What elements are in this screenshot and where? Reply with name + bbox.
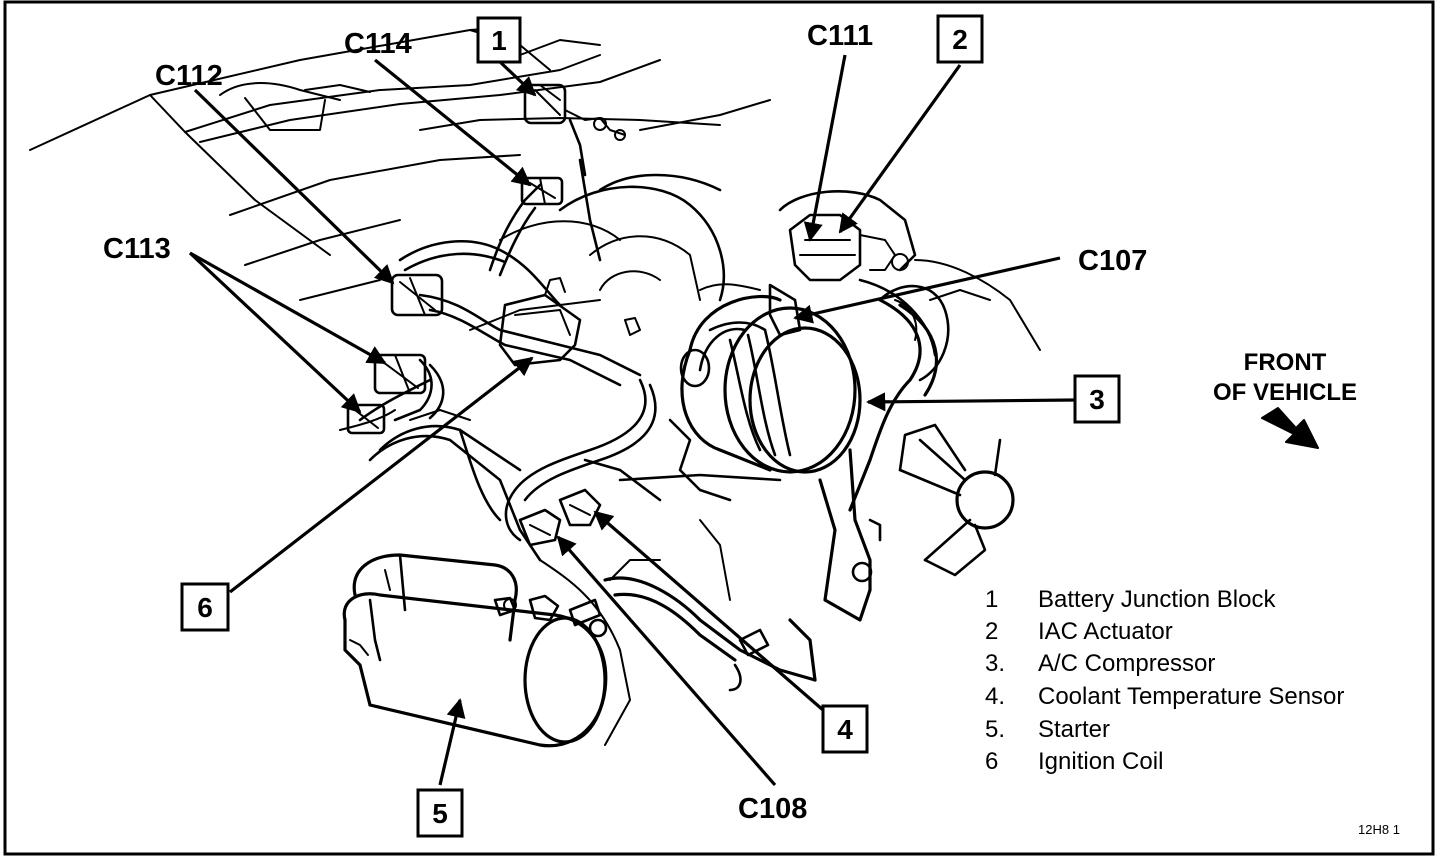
callout-box-3: 3 <box>1073 374 1121 424</box>
svg-text:2: 2 <box>952 24 968 55</box>
legend-num-1: 1 <box>985 586 998 613</box>
leader-lines <box>188 54 1076 787</box>
legend: 1 Battery Junction Block 2 IAC Actuator … <box>985 586 1344 775</box>
legend-num-3: 3. <box>985 650 1005 677</box>
engine-illustration <box>29 27 1041 748</box>
legend-label-2: IAC Actuator <box>1038 618 1173 645</box>
diagonal-arrow-icon <box>1261 407 1319 449</box>
legend-label-6: Ignition Coil <box>1038 748 1163 775</box>
svg-text:1: 1 <box>491 25 507 56</box>
legend-num-6: 6 <box>985 748 998 775</box>
legend-label-4: Coolant Temperature Sensor <box>1038 683 1344 710</box>
svg-text:3: 3 <box>1089 384 1105 415</box>
label-c111: C111 <box>807 20 873 52</box>
svg-text:5: 5 <box>432 798 448 829</box>
front-label-line2: OF VEHICLE <box>1213 379 1357 406</box>
connector-labels: C114 C112 C113 C111 C107 C108 <box>103 20 1147 825</box>
front-label-line1: FRONT <box>1244 349 1327 376</box>
figure-id: 12H8 1 <box>1358 822 1400 837</box>
callout-box-4: 4 <box>821 704 869 754</box>
legend-num-2: 2 <box>985 618 998 645</box>
label-c114: C114 <box>344 28 412 60</box>
callout-box-1: 1 <box>476 16 522 64</box>
front-of-vehicle-indicator: FRONT OF VEHICLE <box>1213 349 1357 449</box>
svg-text:6: 6 <box>197 592 213 623</box>
svg-text:4: 4 <box>837 714 853 745</box>
legend-label-3: A/C Compressor <box>1038 650 1215 677</box>
callout-box-6: 6 <box>180 582 230 632</box>
legend-num-4: 4. <box>985 683 1005 710</box>
label-c113: C113 <box>103 233 171 265</box>
label-c107: C107 <box>1078 245 1147 277</box>
legend-label-5: Starter <box>1038 716 1110 743</box>
callout-box-2: 2 <box>936 14 984 64</box>
legend-label-1: Battery Junction Block <box>1038 586 1276 613</box>
label-c108: C108 <box>738 793 807 825</box>
label-c112: C112 <box>155 60 223 92</box>
callout-box-5: 5 <box>416 788 464 838</box>
figure-border <box>3 0 1435 856</box>
legend-num-5: 5. <box>985 716 1005 743</box>
